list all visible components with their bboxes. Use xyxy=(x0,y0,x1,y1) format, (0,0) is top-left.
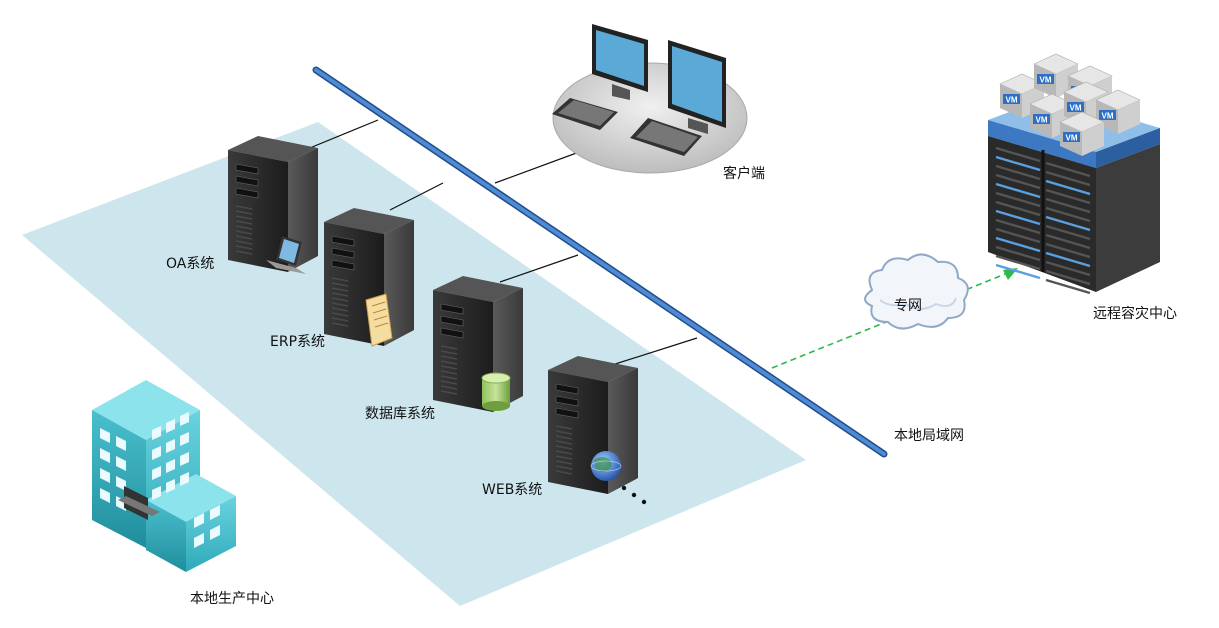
label-client: 客户端 xyxy=(723,166,765,182)
vm-label: VM xyxy=(1102,112,1114,121)
cloud-icon xyxy=(864,253,969,330)
label-lan: 本地局域网 xyxy=(894,428,964,444)
server-erp-icon xyxy=(324,208,414,346)
database-icon xyxy=(481,372,511,411)
globe-icon xyxy=(590,451,622,481)
keyboard-icon xyxy=(630,118,702,156)
private-link xyxy=(771,271,1011,369)
label-database-system: 数据库系统 xyxy=(365,406,435,422)
vm-label: VM xyxy=(1006,96,1018,105)
bus-connectors xyxy=(299,119,698,366)
vm-cube-icon: VM xyxy=(1095,89,1141,134)
building-icon xyxy=(92,380,236,572)
server-oa-icon xyxy=(228,136,318,272)
vm-cube-icon: VM xyxy=(1033,53,1079,98)
label-local-production-center: 本地生产中心 xyxy=(190,591,274,607)
more-dots-icon xyxy=(621,485,647,505)
laptop-icon xyxy=(266,236,306,274)
vm-label: VM xyxy=(1036,116,1048,125)
vm-label: VM xyxy=(1066,134,1078,143)
label-private-network: 专网 xyxy=(894,298,922,314)
monitor-icon xyxy=(592,24,648,100)
server-db-icon xyxy=(433,276,523,412)
label-erp-system: ERP系统 xyxy=(270,334,326,350)
vm-label: VM xyxy=(1040,76,1052,85)
client-workstations xyxy=(552,24,748,174)
label-oa-system: OA系统 xyxy=(166,256,215,272)
document-icon xyxy=(365,293,393,347)
label-remote-dr-center: 远程容灾中心 xyxy=(1093,306,1177,322)
vm-cube-icon: VM xyxy=(1059,111,1105,156)
label-web-system: WEB系统 xyxy=(482,482,543,498)
monitor-icon xyxy=(668,40,726,134)
keyboard-icon xyxy=(552,98,618,130)
vm-label: VM xyxy=(1070,104,1082,113)
